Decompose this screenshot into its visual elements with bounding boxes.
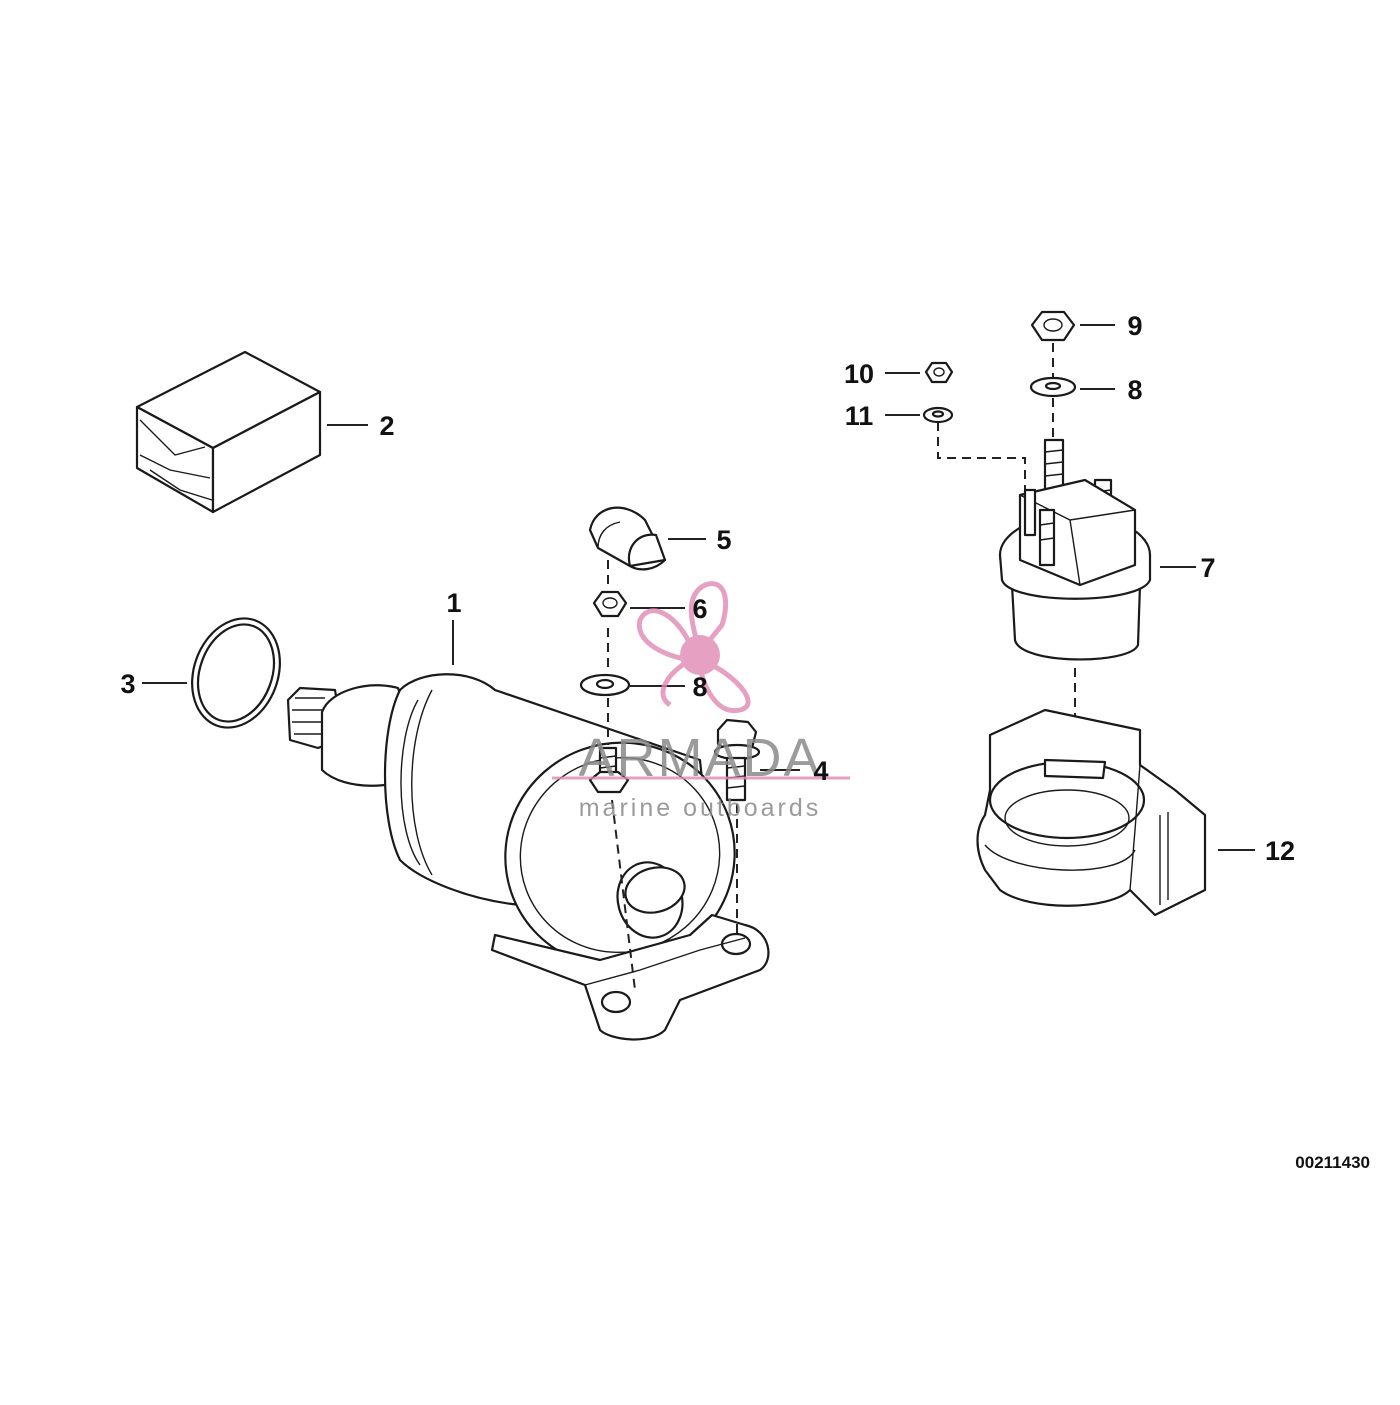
document-number: 00211430 [1295,1153,1370,1172]
relay-holder-part [976,708,1207,917]
washer-11-part [922,406,954,424]
washer-8-relay-part [1029,376,1077,398]
callout-12: 12 [1265,836,1295,866]
callout-6: 6 [692,594,707,624]
callout-8-relay: 8 [1127,375,1142,405]
callout-3: 3 [120,669,135,699]
hex-nut-9-part [1030,310,1076,342]
hex-nut-6-part [592,590,628,618]
callout-10: 10 [844,359,874,389]
watermark-logo [552,581,850,780]
propeller-icon [636,581,751,714]
starter-motor-part [286,673,770,1041]
watermark-tagline: marine outboards [579,794,822,822]
callout-4: 4 [813,756,828,786]
callout-9: 9 [1127,311,1142,341]
callout-11: 11 [845,401,874,431]
callout-7: 7 [1200,553,1215,583]
repair-kit-box-part [135,350,322,514]
cap-part [588,506,667,571]
hex-nut-10-part [924,361,954,384]
callout-5: 5 [716,525,731,555]
o-ring-part [191,617,281,729]
watermark-brand: ARMADA [578,728,821,788]
callout-8-starter: 8 [692,672,707,702]
washer-8-starter-part [579,673,631,697]
relay-part [998,438,1152,661]
callout-2: 2 [379,411,394,441]
callout-1: 1 [446,588,461,618]
